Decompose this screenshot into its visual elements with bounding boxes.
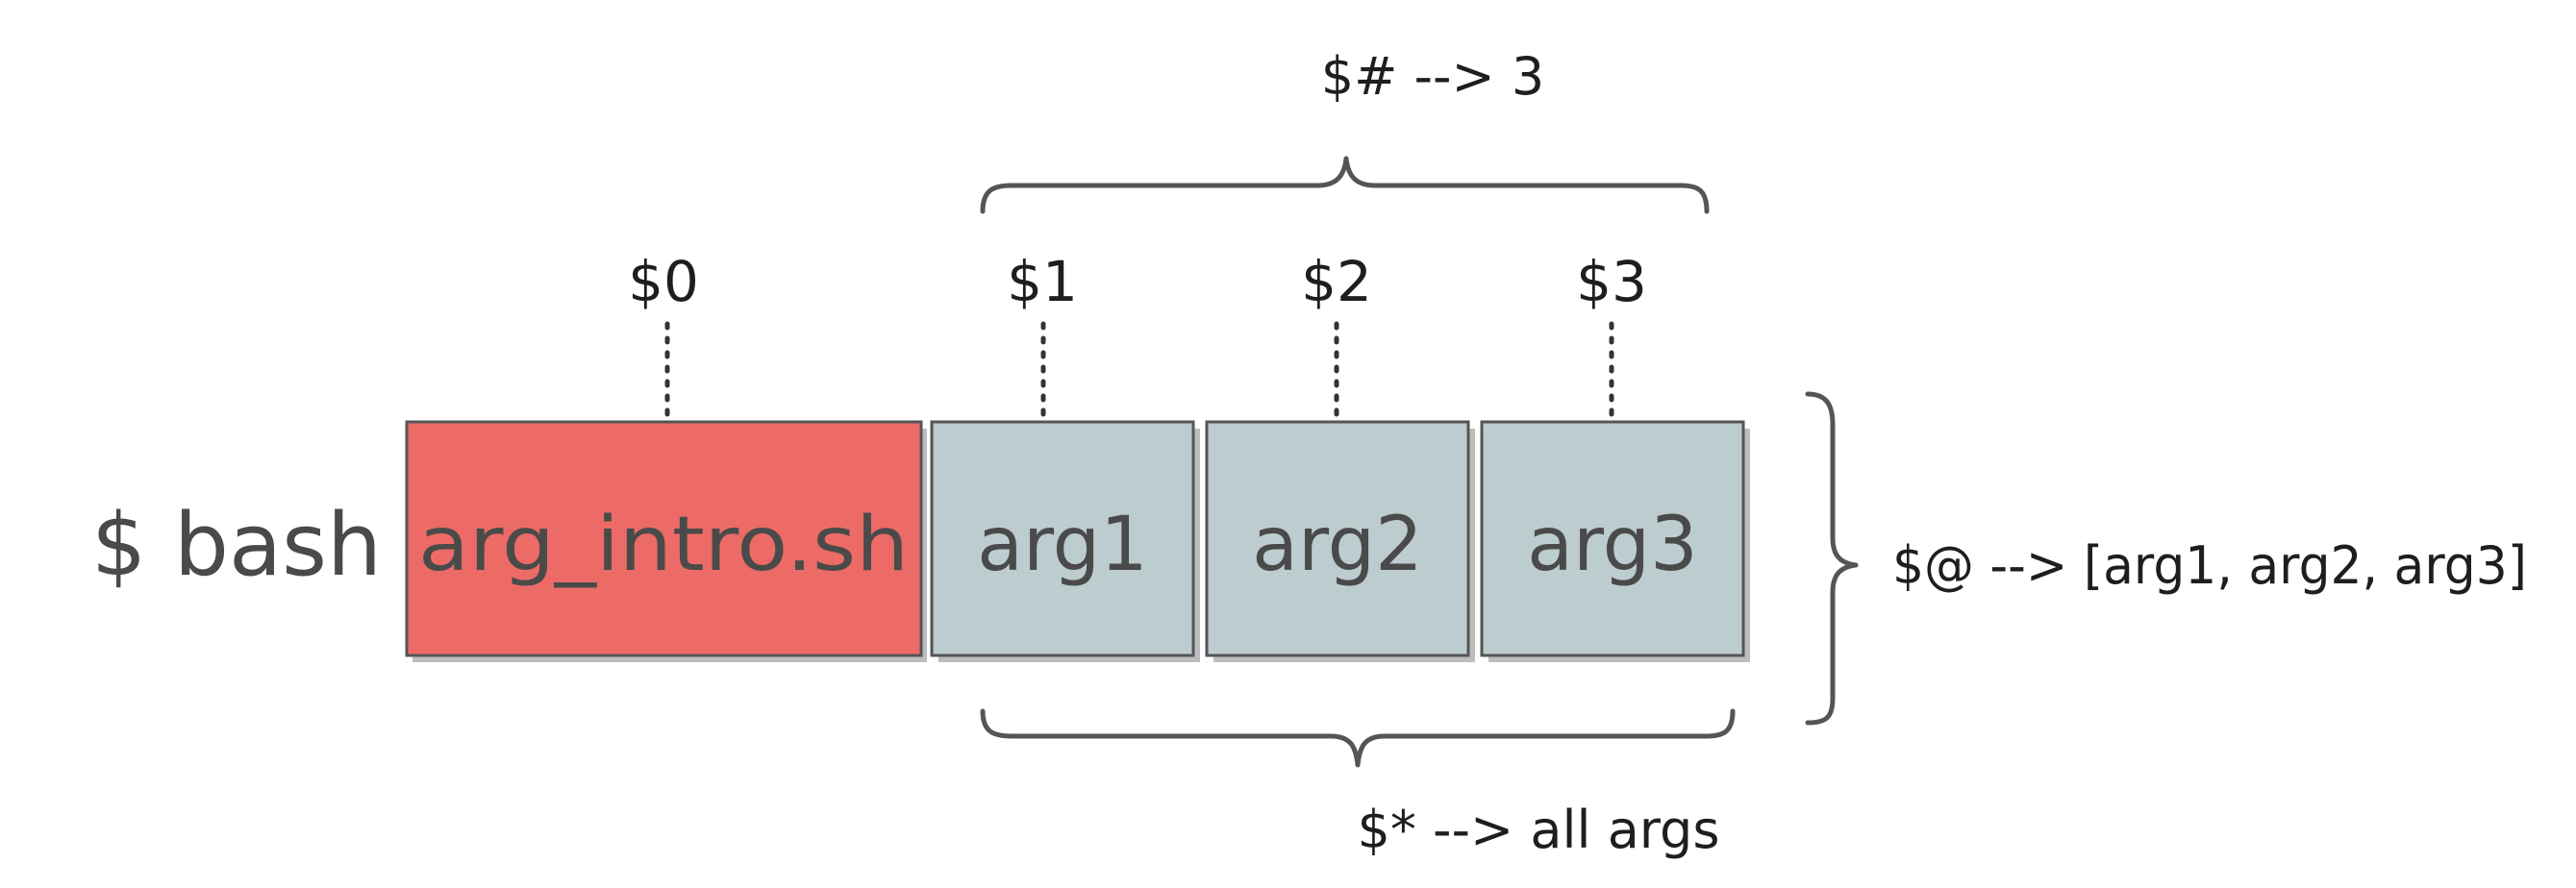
var-label-3: $3 [1576,249,1647,314]
arg3-box [1480,420,1745,657]
arg2-box [1205,420,1470,657]
arg3-box-label: arg3 [1527,502,1698,588]
script-box [405,420,923,657]
arg1-box-label: arg1 [977,502,1148,588]
arg1-box [930,420,1195,657]
arg2-box-label: arg2 [1252,502,1423,588]
bottom-brace [980,708,1736,768]
var-label-0: $0 [628,249,699,314]
top-brace [980,156,1710,214]
command-prompt: $ bash [91,495,382,596]
all-args-star-annotation: $* --> all args [1358,800,1720,860]
right-brace [1805,391,1859,726]
all-args-at-annotation: $@ --> [arg1, arg2, arg3] [1892,535,2527,596]
var-label-1: $1 [1007,249,1078,314]
var-label-2: $2 [1301,249,1372,314]
script-box-label: arg_intro.sh [418,502,909,588]
count-annotation: $# --> 3 [1321,46,1545,107]
